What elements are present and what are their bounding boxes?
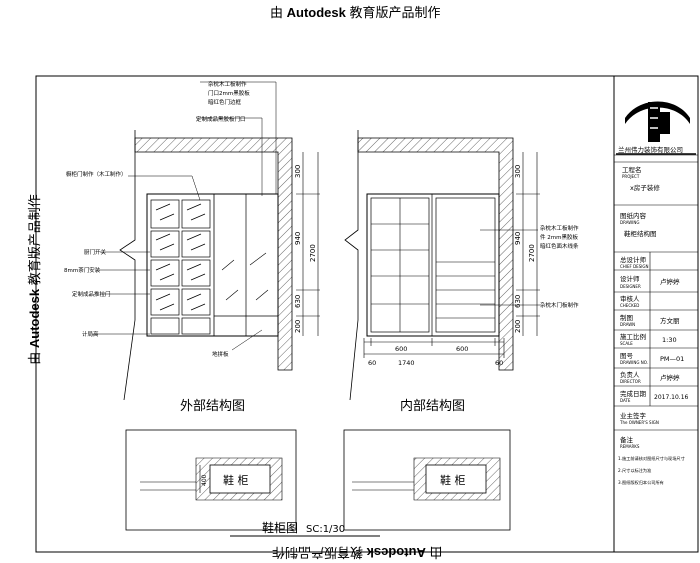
- tb-date-value: 2017.10.16: [654, 394, 689, 401]
- internal-dim-60b: 60: [495, 359, 503, 367]
- plan-external: [125, 429, 297, 531]
- tb-drawn-label: 制图: [620, 313, 633, 322]
- external-label-glass: 8mm茶门安装: [64, 266, 101, 274]
- tb-scale-value: 1:30: [662, 336, 677, 344]
- drawing-title: 鞋柜图: [262, 520, 298, 535]
- company-name: 兰州伟力装饰有限公司: [618, 145, 683, 154]
- tb-content-label: 图纸内容: [620, 211, 647, 220]
- tb-date-sub: DATE: [620, 398, 631, 403]
- watermark-suffix: 教育版产品制作: [349, 5, 441, 20]
- watermark-top: 由 Autodesk 教育版产品制作: [270, 2, 441, 21]
- external-dimensions: [296, 152, 320, 336]
- external-dim-940: 940: [294, 232, 302, 245]
- tb-project-label: 工程名: [622, 165, 642, 174]
- external-label-floor: 地拼板: [212, 350, 229, 358]
- tb-content-value: 鞋柜结构图: [624, 229, 657, 238]
- tb-content-sub: DRAWING: [620, 220, 639, 225]
- internal-dim-630: 630: [514, 295, 522, 308]
- tb-dwgno-sub: DRAWING NO.: [620, 360, 648, 365]
- internal-label-4: 杂枕木门板制作: [540, 301, 579, 309]
- tb-note-2: 2.尺寸以标注为准: [618, 467, 651, 474]
- internal-cabinet: [366, 193, 500, 337]
- tb-project-sub: PROJECT: [622, 174, 640, 179]
- internal-label-1: 杂枕木工板制作: [540, 224, 579, 232]
- tb-owner-sub: The OWNER'S SIGN: [619, 420, 659, 425]
- tb-note-3: 3.图纸版权归本公司所有: [618, 479, 664, 486]
- caption-internal: 内部结构图: [400, 398, 465, 414]
- tb-dwgno-label: 图号: [620, 352, 634, 360]
- external-view: 300 940 2700 630 200 橱柜门制作（木工制作） 厨门开关 8m…: [64, 80, 320, 401]
- internal-label-3: 暗红色面木线条: [540, 242, 579, 250]
- tb-director-sub: DIRECTOR: [620, 379, 641, 384]
- external-dim-630: 630: [294, 295, 302, 308]
- external-label-top-3: 暗红色门边框: [208, 98, 242, 106]
- external-cabinet: [146, 193, 279, 337]
- tb-notes-sub: REMARKS: [620, 444, 640, 449]
- internal-dim-600a: 600: [395, 345, 407, 353]
- sheet-border: [35, 75, 699, 553]
- external-label-door-switch: 厨门开关: [84, 248, 107, 256]
- external-break-line: [119, 130, 136, 401]
- tb-checked-sub: CHECKED: [620, 303, 639, 308]
- watermark-brand: Autodesk: [286, 5, 346, 20]
- tb-chief-sub: CHIEF DESIGN: [620, 264, 649, 269]
- tb-director-value: 卢婷婷: [660, 373, 680, 382]
- internal-dim-300: 300: [514, 165, 522, 178]
- tb-drawn-value: 方文丽: [660, 316, 680, 325]
- external-dim-2700: 2700: [309, 244, 317, 262]
- internal-dim-940: 940: [514, 232, 522, 245]
- external-label-top-1: 杂枕木工板制作: [208, 80, 247, 88]
- external-dim-200: 200: [294, 320, 302, 333]
- tb-designer-sub: DESIGNER: [620, 284, 641, 289]
- external-label-door-make: 橱柜门制作（木工制作）: [66, 170, 127, 178]
- internal-dim-60a: 60: [368, 359, 376, 367]
- external-label-height: 计局高: [82, 330, 99, 338]
- watermark-prefix: 由: [270, 5, 284, 20]
- internal-dim-1740: 1740: [398, 359, 415, 367]
- internal-shelves: [371, 198, 495, 332]
- company-logo: [625, 101, 690, 142]
- internal-dim-2700: 2700: [528, 244, 536, 262]
- external-dim-300: 300: [294, 165, 302, 178]
- plan-internal-label: 鞋 柜: [440, 473, 466, 487]
- external-label-top-2: 门口2mm黑胶板: [208, 89, 250, 97]
- tb-chief-label: 总设计师: [620, 255, 647, 264]
- plan-external-label: 鞋 柜: [223, 473, 249, 487]
- internal-break-line: [344, 130, 359, 401]
- tb-designer-value: 卢婷婷: [660, 277, 680, 286]
- internal-dimensions: [363, 152, 540, 358]
- internal-wall: [357, 137, 514, 371]
- tb-notes-title: 备注: [620, 435, 634, 444]
- internal-dim-200: 200: [514, 320, 522, 333]
- tb-drawn-sub: DRAWN: [620, 322, 635, 327]
- tb-dwgno-value: PM—01: [660, 355, 684, 363]
- title-block: [614, 101, 698, 431]
- tb-designer-label: 设计师: [620, 274, 640, 283]
- tb-project-value: x房子装修: [630, 183, 660, 192]
- internal-label-2: 件 2mm黑胶板: [540, 233, 578, 241]
- plan-internal: [343, 429, 511, 531]
- tb-checked-label: 审核人: [620, 294, 640, 303]
- caption-external: 外部结构图: [180, 399, 245, 414]
- internal-dim-600b: 600: [456, 345, 468, 353]
- tb-date-label: 完成日期: [620, 389, 647, 398]
- tb-director-label: 负责人: [620, 370, 640, 379]
- external-wall: [134, 137, 293, 371]
- tb-scale-label: 施工比例: [620, 332, 646, 341]
- external-glass-door: [150, 199, 211, 335]
- tb-note-1: 1.施工前请核对图纸尺寸与现场尺寸: [618, 455, 685, 462]
- external-label-top-4: 定制成品黑胶板门口: [196, 115, 246, 123]
- tb-owner-label: 业主签字: [620, 411, 647, 420]
- drawing-scale: SC:1/30: [306, 524, 345, 535]
- plan-external-dim: 400: [201, 474, 208, 486]
- internal-view: 300 940 630 200 2700 60 600 600 60 1740 …: [344, 130, 579, 401]
- external-label-slide-door: 定制成品推拉门: [72, 290, 111, 298]
- tb-scale-sub: SCALE: [620, 341, 633, 346]
